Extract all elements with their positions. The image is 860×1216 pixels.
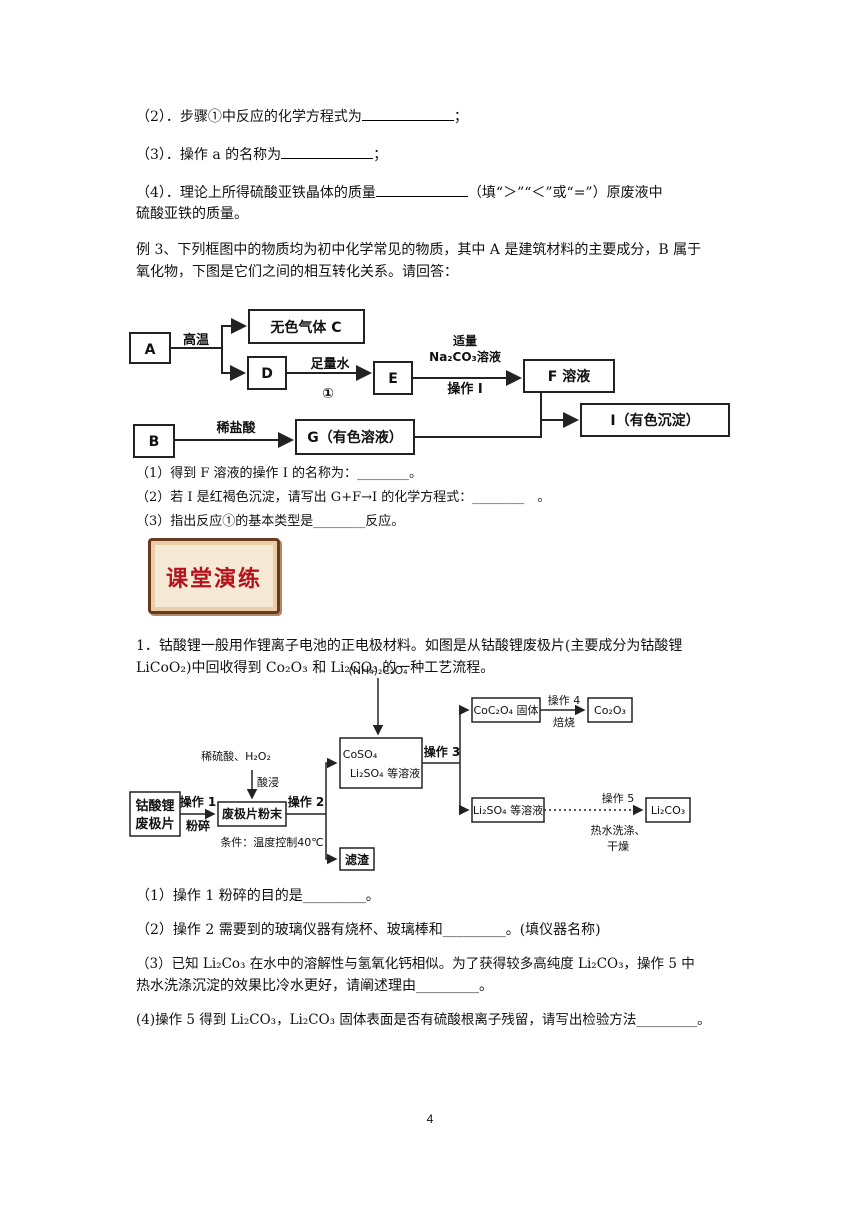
section-banner: 课堂演练: [148, 538, 280, 614]
label-op4: 操作 4: [548, 693, 581, 707]
label-reagent: 稀硫酸、H₂O₂: [201, 749, 271, 763]
label-d: D: [261, 366, 273, 382]
question-2-text: （2）．步骤①中反应的化学方程式为: [136, 109, 362, 125]
label-op3: 操作 3: [424, 744, 461, 759]
label-coc2o4: CoC₂O₄ 固体: [473, 703, 538, 717]
question-3: （3）．操作 a 的名称为 ；: [136, 144, 387, 165]
label-op1: 操作 1: [180, 794, 217, 809]
label-wash-1: 热水洗涤、: [591, 823, 646, 837]
label-g: G（有色溶液）: [307, 429, 403, 446]
exercise1-intro-2: LiCoO₂)中回收得到 Co₂O₃ 和 Li₂CO₃ 的一种工艺流程。: [136, 660, 495, 676]
exercise1-intro-1: 1．钴酸锂一般用作锂离子电池的正电极材料。如图是从钴酸锂废极片(主要成分为钴酸锂: [136, 638, 683, 654]
answer-blank: [281, 144, 374, 159]
box-li2co3: [645, 797, 691, 823]
label-suanjin: 酸浸: [257, 775, 279, 789]
arrow-to-lvzha: [325, 814, 338, 865]
exercise1-question-1: （1）操作 1 粉碎的目的是_________。: [136, 888, 380, 904]
question-3-end: ；: [373, 147, 388, 163]
label-condition: 条件：温度控制40℃: [220, 835, 323, 849]
label-zuliang: 足量水: [310, 356, 350, 372]
answer-blank: [375, 182, 468, 197]
label-nh4: (NH₄)₂C₂O₄: [348, 664, 408, 677]
label-gaowen: 高温: [183, 332, 209, 348]
question-4-text-a: （4）．理论上所得硫酸亚铁晶体的质量: [136, 185, 376, 201]
label-op2: 操作 2: [288, 794, 325, 809]
label-b: B: [149, 434, 160, 450]
arrow-to-coc2o4: [459, 704, 470, 763]
arrow-to-li2so4: [459, 763, 470, 816]
label-li2so4-mix: Li₂SO₄ 等溶液: [350, 766, 420, 780]
label-coso4: CoSO₄: [343, 748, 378, 761]
example3-intro-1: 例 3、下列框图中的物质均为初中化学常见的物质，其中 A 是建筑材料的主要成分，…: [136, 242, 702, 258]
exercise1-question-4: (4)操作 5 得到 Li₂CO₃，Li₂CO₃ 固体表面是否有硫酸根离子残留，…: [136, 1012, 711, 1028]
question-4: （4）．理论上所得硫酸亚铁晶体的质量 （填“＞”“＜”或“=”）原废液中: [136, 182, 663, 203]
box-coso4: [339, 737, 423, 789]
label-i: I（有色沉淀）: [610, 412, 699, 429]
question-2-end: ；: [453, 109, 468, 125]
label-li2so4: Li₂SO₄ 等溶液: [473, 803, 543, 817]
exercise1-question-2: （2）操作 2 需要到的玻璃仪器有烧杯、玻璃棒和_________。(填仪器名称…: [136, 922, 601, 938]
example3-intro-2: 氧化物，下图是它们之间的相互转化关系。请回答：: [136, 264, 458, 280]
box-f: [523, 359, 615, 393]
exercise1-question-3-line1: （3）已知 Li₂Co₃ 在水中的溶解性与氢氧化钙相似。为了获得较多高纯度 Li…: [136, 956, 695, 972]
page-number: 4: [426, 1112, 434, 1126]
label-op1: 操作 I: [447, 381, 482, 397]
label-fensui: 粉碎: [186, 818, 210, 833]
question-2: （2）．步骤①中反应的化学方程式为 ；: [136, 106, 468, 127]
label-start-1: 钴酸锂: [135, 798, 174, 814]
label-li2co3: Li₂CO₃: [651, 804, 685, 817]
label-beishao: 焙烧: [553, 715, 575, 729]
question-4-text-b: （填“＞”“＜”或“=”）原废液中: [467, 185, 663, 201]
label-xiyansuan: 稀盐酸: [216, 420, 256, 436]
question-3-text: （3）．操作 a 的名称为: [136, 147, 282, 163]
box-co2o3: [587, 697, 633, 723]
label-shiliang: 适量: [453, 333, 477, 348]
question-4-cont: 硫酸亚铁的质量。: [136, 206, 248, 222]
arrow-g-i: [414, 420, 542, 438]
label-a: A: [145, 342, 156, 358]
box-i: [580, 403, 730, 437]
label-start-2: 废极片: [135, 816, 174, 832]
process-flow-diagram: 钴酸锂 废极片 操作 1 粉碎 稀硫酸、H₂O₂ 酸浸 废极片粉末 条件：温度控…: [129, 664, 691, 871]
box-c: [248, 309, 365, 344]
label-co2o3: Co₂O₃: [594, 704, 626, 717]
section-banner-text: 课堂演练: [165, 566, 262, 592]
label-e: E: [388, 371, 398, 387]
label-powder: 废极片粉末: [222, 806, 283, 821]
label-c: 无色气体 C: [269, 319, 341, 336]
label-circle1: ①: [322, 386, 334, 402]
label-na2co3: Na₂CO₃溶液: [429, 349, 501, 364]
arrow-a-d: [221, 348, 246, 381]
answer-blank: [361, 106, 454, 121]
label-f: F 溶液: [548, 368, 591, 385]
example3-question-3: （3）指出反应①的基本类型是________反应。: [136, 514, 405, 529]
label-lvzha: 滤渣: [345, 852, 370, 867]
example3-question-1: （1）得到 F 溶液的操作 I 的名称为：________。: [136, 466, 422, 481]
example3-diagram: A 高温 无色气体 C D 足量水 ① E 适量 Na₂CO₃溶液 操作 I F…: [129, 309, 730, 458]
example3-question-2: （2）若 I 是红褐色沉淀，请写出 G+F→I 的化学方程式：________ …: [136, 490, 551, 505]
label-wash-2: 干燥: [607, 840, 629, 853]
label-op5: 操作 5: [602, 791, 635, 805]
box-lvzha: [339, 847, 375, 871]
arrow-a-c: [170, 318, 247, 349]
exercise1-question-3-line2: 热水洗涤沉淀的效果比冷水更好，请阐述理由_________。: [136, 978, 493, 994]
arrow-to-coso4: [325, 757, 338, 814]
